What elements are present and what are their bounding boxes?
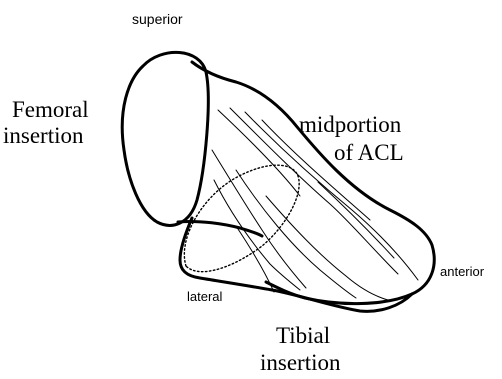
label-midportion-line2: of ACL	[334, 140, 404, 165]
label-tibial-line1: Tibial	[276, 323, 330, 348]
femoral-insertion-outline	[122, 52, 208, 225]
ligament-outline	[192, 62, 434, 304]
label-femoral-line1: Femoral	[12, 97, 89, 122]
label-anterior: anterior	[440, 264, 485, 279]
label-femoral-line2: insertion	[3, 123, 84, 148]
label-lateral: lateral	[187, 289, 223, 304]
label-tibial-line2: insertion	[260, 350, 341, 375]
label-superior: superior	[132, 11, 183, 27]
label-midportion-line1: midportion	[299, 112, 402, 137]
